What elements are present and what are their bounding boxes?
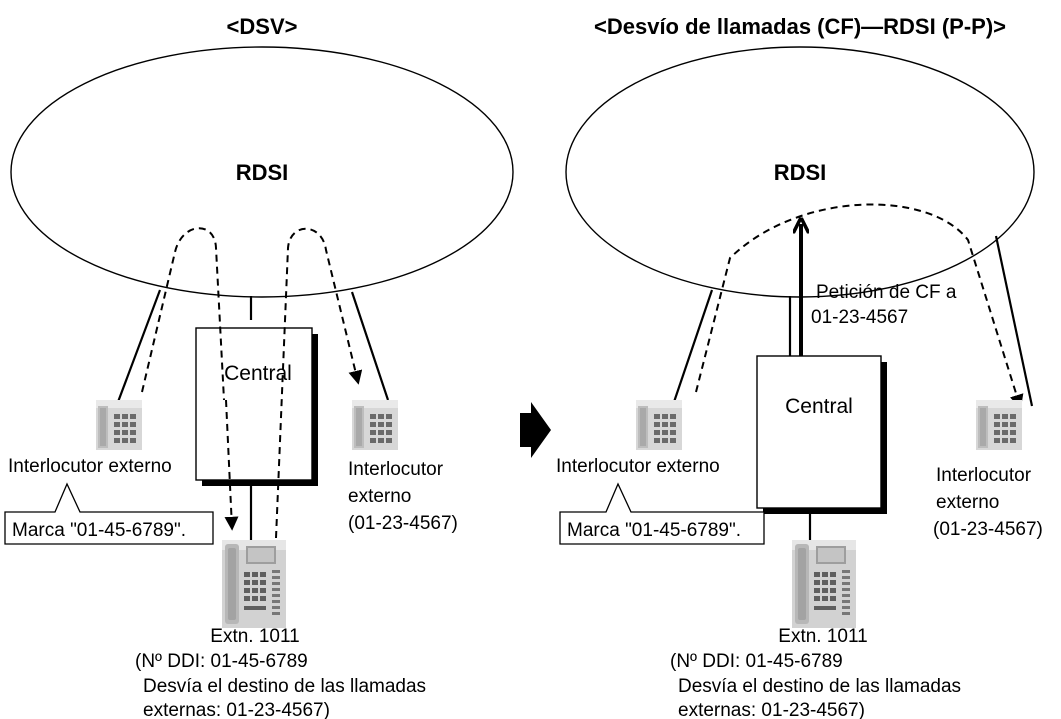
- left-ext-line2: (Nº DDI: 01-45-6789: [135, 651, 308, 672]
- right-request-line2: 01-23-4567: [811, 307, 908, 328]
- trunk-line-dest: [994, 235, 1034, 407]
- proprietary-telephone-icon: [792, 540, 856, 628]
- desk-phone-icon: [352, 400, 398, 450]
- pbx-box: [756, 355, 882, 509]
- right-caller-action: Marca "01-45-6789".: [567, 520, 741, 541]
- left-title: <DSV>: [227, 14, 298, 39]
- right-panel: <Desvío de llamadas (CF)—RDSI (P-P)> RDS…: [556, 14, 1043, 719]
- isdn-network-left: [10, 46, 514, 298]
- arrow-right-icon: [520, 402, 551, 458]
- left-network-label: RDSI: [236, 160, 289, 185]
- dial-callout: [4, 482, 214, 545]
- trunk-line-caller: [116, 289, 162, 403]
- desk-phone-icon: [96, 400, 142, 450]
- dial-callout: [559, 482, 765, 545]
- right-dest-line1: Interlocutor: [936, 465, 1032, 486]
- call-path-to-extension: [224, 399, 239, 531]
- trunk-line-caller: [672, 289, 714, 403]
- right-network-label: RDSI: [774, 160, 827, 185]
- right-ext-line3: Desvía el destino de las llamadas: [678, 676, 961, 697]
- left-ext-line4: externas: 01-23-4567): [143, 700, 330, 719]
- right-pbx-label: Central: [785, 395, 853, 418]
- left-pbx-label: Central: [224, 362, 292, 385]
- right-ext-line4: externas: 01-23-4567): [678, 700, 865, 719]
- right-dest-line3: (01-23-4567): [933, 519, 1043, 540]
- left-ext-line1: Extn. 1011: [210, 626, 299, 647]
- proprietary-telephone-icon: [222, 540, 286, 628]
- left-panel: <DSV> RDSI Central Interlocutor externo …: [4, 14, 514, 719]
- left-dest-line3: (01-23-4567): [348, 513, 458, 534]
- right-title: <Desvío de llamadas (CF)—RDSI (P-P)>: [594, 14, 1006, 39]
- desk-phone-icon: [636, 400, 682, 450]
- left-dest-line2: externo: [348, 486, 411, 507]
- call-path-forwarded: [275, 227, 363, 539]
- call-path-forwarded: [695, 203, 1024, 409]
- desk-phone-icon: [976, 400, 1022, 450]
- pbx-box: [195, 327, 313, 481]
- left-caller-label: Interlocutor externo: [8, 456, 172, 477]
- right-caller-label: Interlocutor externo: [556, 456, 720, 477]
- trunk-line-dest: [350, 291, 390, 401]
- right-ext-line1: Extn. 1011: [778, 626, 867, 647]
- right-request-line1: Petición de CF a: [816, 282, 957, 303]
- left-ext-line3: Desvía el destino de las llamadas: [143, 676, 426, 697]
- right-ext-line2: (Nº DDI: 01-45-6789: [670, 651, 843, 672]
- call-path-incoming: [141, 227, 225, 401]
- left-dest-line1: Interlocutor: [348, 459, 444, 480]
- right-dest-line2: externo: [936, 492, 999, 513]
- left-caller-action: Marca "01-45-6789".: [12, 520, 186, 541]
